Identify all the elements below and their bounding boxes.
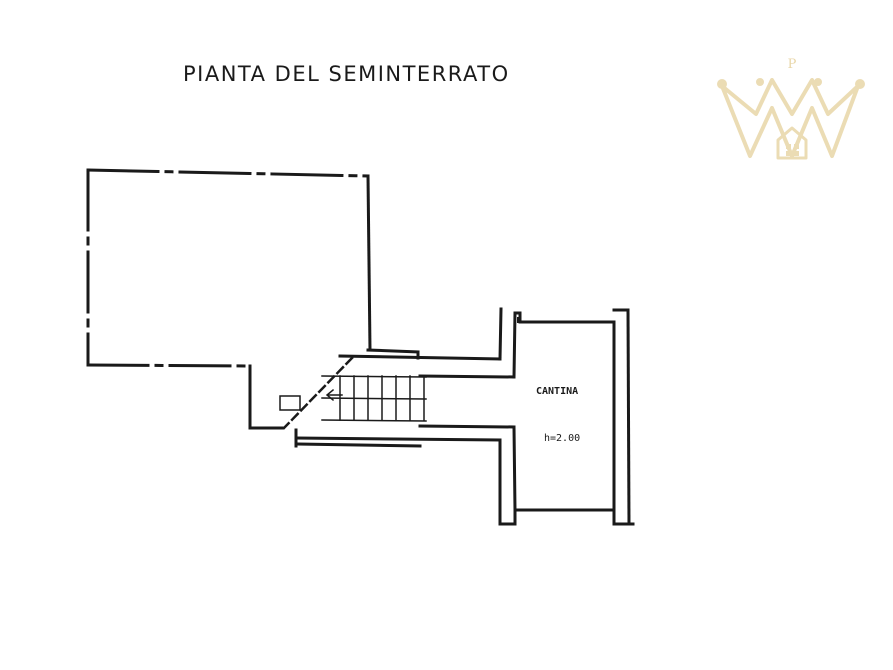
crown-house-logo-icon: P	[717, 57, 865, 160]
plan-title: PIANTA DEL SEMINTERRATO	[183, 62, 510, 86]
room-label-cantina: CANTINA	[536, 386, 579, 397]
cantina-walls	[498, 308, 635, 526]
staircase	[279, 356, 427, 430]
logo-letter: P	[788, 57, 797, 72]
room-height-label: h=2.00	[544, 433, 581, 444]
upper-area-outline	[86, 168, 420, 430]
corridor-walls	[294, 307, 517, 526]
